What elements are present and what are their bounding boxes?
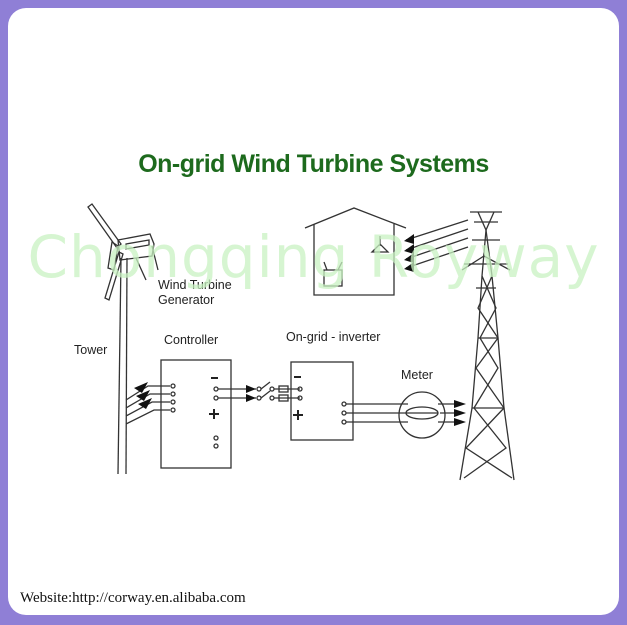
turbine-tower — [117, 257, 128, 475]
diagram-title: On-grid Wind Turbine Systems — [138, 150, 489, 178]
controller-symbols — [209, 376, 303, 420]
turbine-cables — [125, 385, 170, 425]
power-to-house-arrows — [405, 219, 469, 269]
image-frame: On-grid Wind Turbine Systems — [8, 8, 619, 615]
meter-label: Meter — [401, 368, 433, 382]
meter-circle — [398, 391, 446, 439]
ac-wiring — [346, 403, 408, 423]
wind-turbine-generator-label: Wind Turbine Generator — [158, 278, 232, 308]
controller-box — [160, 359, 232, 469]
controller-terminals — [170, 383, 219, 449]
wind-turbine-label-line1: Wind Turbine — [158, 278, 232, 292]
dc-wiring — [218, 381, 300, 402]
inverter-label: On-grid - inverter — [286, 330, 381, 344]
house — [304, 207, 407, 296]
generator-label-line2: Generator — [158, 293, 215, 307]
inverter-terminals — [297, 386, 347, 425]
tower-label: Tower — [74, 343, 108, 357]
turbine-blades — [87, 203, 150, 301]
arrowheads — [134, 234, 466, 426]
transmission-tower — [459, 211, 515, 481]
inverter-box — [290, 361, 354, 441]
website-footer: Website:http://corway.en.alibaba.com — [20, 590, 246, 606]
diagram-drawing — [87, 203, 515, 481]
controller-label: Controller — [164, 333, 219, 347]
